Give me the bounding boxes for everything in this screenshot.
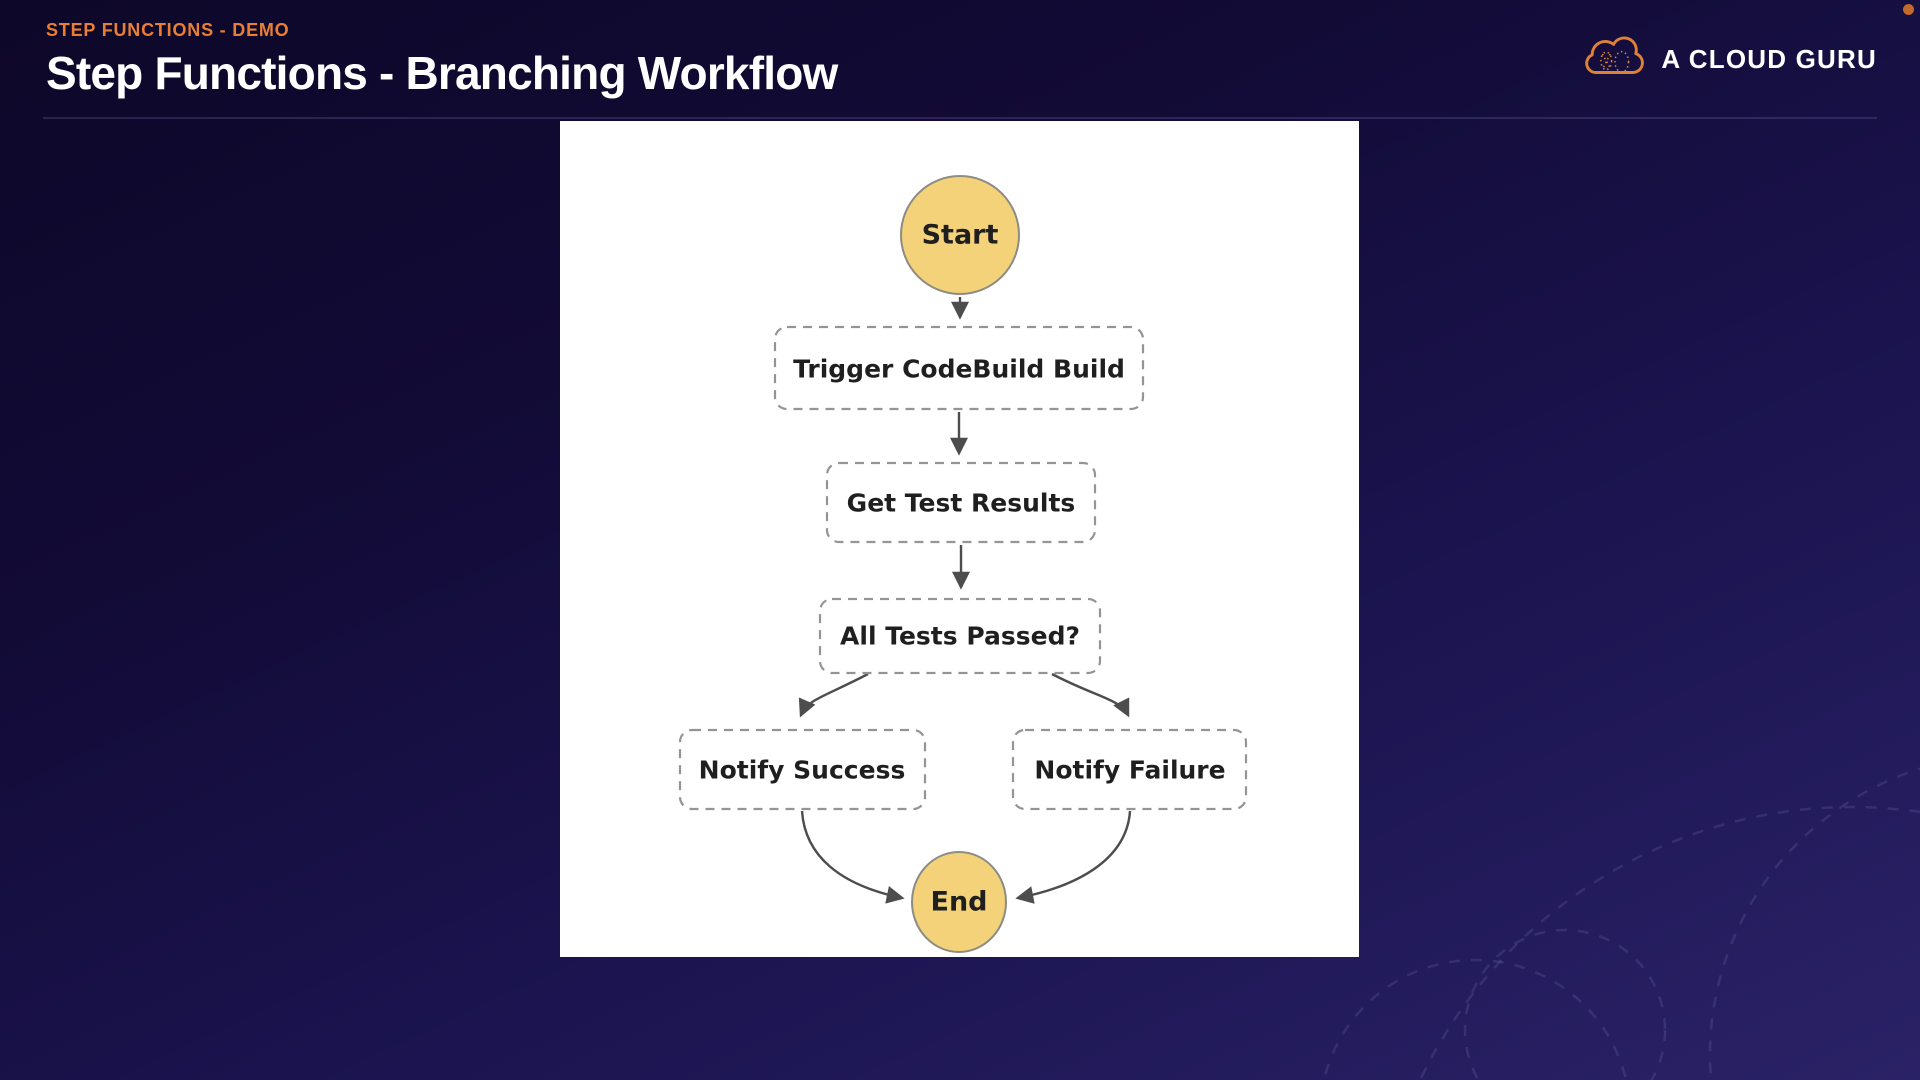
header-divider [43, 117, 1877, 119]
diagram-panel: Start Trigger CodeBuild Build Get Test R… [560, 121, 1359, 957]
node-all-tests-passed-label: All Tests Passed? [840, 622, 1080, 651]
edge-notify-success-to-end [800, 810, 905, 904]
brand: A CLOUD GURU [1583, 33, 1877, 86]
page-title: Step Functions - Branching Workflow [46, 46, 838, 99]
node-all-tests-passed [818, 597, 1102, 675]
node-end [911, 851, 1007, 953]
node-trigger-codebuild-build [773, 325, 1145, 411]
eyebrow-label: STEP FUNCTIONS - DEMO [46, 20, 290, 40]
edge-all-passed-to-notify-success [798, 672, 869, 718]
brand-name: A CLOUD GURU [1661, 44, 1877, 74]
decor-circle [1322, 958, 1628, 1080]
node-get-test-results [825, 461, 1097, 544]
decor-circle [1418, 805, 1920, 1080]
flowchart: Start Trigger CodeBuild Build Get Test R… [678, 175, 1248, 953]
node-end-label: End [931, 887, 988, 918]
node-notify-success [678, 728, 927, 811]
edge-notify-failure-to-end [1015, 810, 1132, 904]
node-start [900, 175, 1020, 295]
cloud-logo-icon [1583, 33, 1645, 86]
recording-dot-icon [1903, 4, 1914, 15]
node-notify-failure [1011, 728, 1248, 811]
node-notify-failure-label: Notify Failure [1034, 756, 1225, 785]
decor-circle [1463, 928, 1667, 1080]
decor-circle [1708, 767, 1920, 1080]
node-start-label: Start [922, 220, 999, 251]
header: STEP FUNCTIONS - DEMO Step Functions - B… [46, 20, 838, 97]
node-trigger-codebuild-build-label: Trigger CodeBuild Build [793, 355, 1125, 384]
edge-all-passed-to-notify-failure [1051, 672, 1130, 718]
node-get-test-results-label: Get Test Results [847, 489, 1076, 518]
node-notify-success-label: Notify Success [699, 756, 906, 785]
